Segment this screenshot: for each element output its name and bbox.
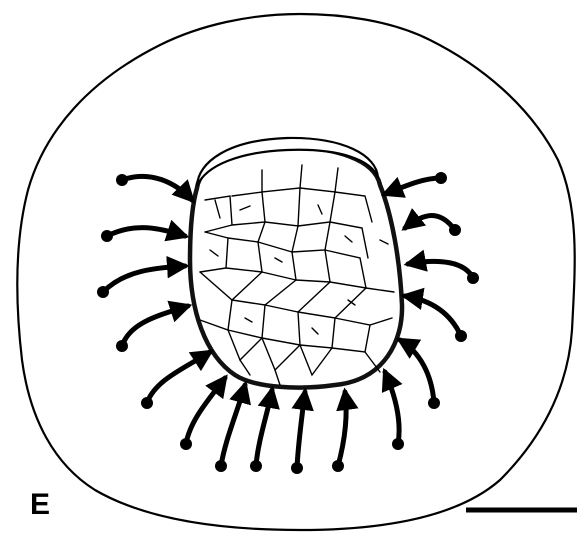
arrow-tail-dot-icon	[455, 330, 467, 342]
arrow-icon	[221, 385, 245, 466]
arrow-icon	[186, 378, 225, 444]
arrow-tail-dot-icon	[116, 340, 128, 352]
arrow-tail-dot-icon	[449, 224, 461, 236]
arrow-icon	[408, 261, 473, 278]
arrow-icon	[385, 372, 399, 444]
arrow-tail-dot-icon	[116, 174, 128, 186]
arrow-tail-dot-icon	[180, 438, 192, 450]
panel-label: E	[30, 490, 50, 520]
arrow-icon	[122, 306, 188, 346]
arrow-tail-dot-icon	[215, 460, 227, 472]
arrow-icon	[256, 390, 272, 466]
arrow-icon	[107, 228, 185, 236]
arrow-tail-dot-icon	[101, 230, 113, 242]
arrow-icon	[147, 352, 210, 403]
arrow-icon	[405, 216, 455, 231]
arrow-icon	[400, 340, 434, 403]
arrow-tail-dot-icon	[250, 460, 262, 472]
arrow-tail-dot-icon	[291, 462, 303, 474]
arrow-tail-dot-icon	[141, 397, 153, 409]
arrow-icon	[297, 392, 305, 468]
arrow-icon	[103, 266, 185, 292]
arrow-tail-dot-icon	[428, 397, 440, 409]
arrow-icon	[405, 296, 461, 336]
inner-cell-body-icon	[190, 148, 402, 388]
arrow-icon	[338, 392, 346, 466]
arrow-tail-dot-icon	[467, 272, 479, 284]
arrow-tail-dot-icon	[435, 172, 447, 184]
arrow-tail-dot-icon	[97, 286, 109, 298]
arrow-tail-dot-icon	[392, 438, 404, 450]
arrow-tail-dot-icon	[332, 460, 344, 472]
arrow-icon	[122, 176, 192, 200]
arrow-icon	[385, 178, 441, 194]
